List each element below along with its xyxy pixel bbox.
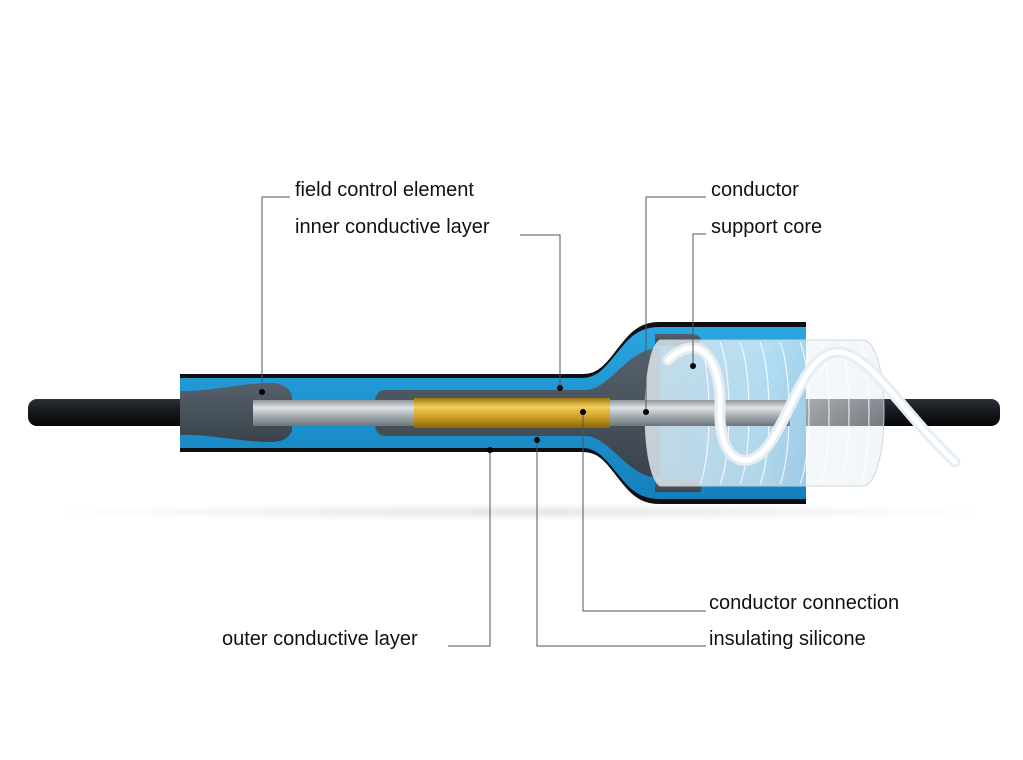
leader-dot-support-core [690, 363, 696, 369]
leader-conductor-connection [582, 412, 706, 612]
label-inner-conductive-layer: inner conductive layer [295, 216, 490, 238]
floor-shadow [50, 503, 990, 521]
label-outer-conductive-layer: outer conductive layer [222, 628, 418, 650]
label-conductor-connection: conductor connection [709, 592, 900, 614]
label-support-core: support core [711, 216, 823, 238]
leader-dot-insulating-silicone [534, 437, 540, 443]
leader-dot-conductor [643, 409, 649, 415]
leader-lines [259, 196, 706, 647]
leader-outer-conductive-layer [448, 450, 491, 647]
leader-dot-outer-conductive-layer [487, 447, 493, 453]
support-core-spiral [662, 342, 961, 468]
label-insulating-silicone: insulating silicone [709, 628, 866, 650]
leader-field-control-element [261, 196, 290, 392]
field-control-element-left [180, 383, 292, 442]
leader-inner-conductive-layer [520, 234, 561, 388]
leader-dot-field-control-element [259, 389, 265, 395]
conductor-connection-sleeve [414, 398, 610, 428]
label-field-control-element: field control element [295, 179, 474, 201]
label-conductor: conductor [711, 179, 799, 201]
leader-dot-conductor-connection [580, 409, 586, 415]
leader-dot-inner-conductive-layer [557, 385, 563, 391]
leader-insulating-silicone [536, 440, 706, 647]
leader-conductor [645, 196, 706, 412]
left-cable [28, 399, 208, 426]
leader-support-core [692, 233, 706, 366]
